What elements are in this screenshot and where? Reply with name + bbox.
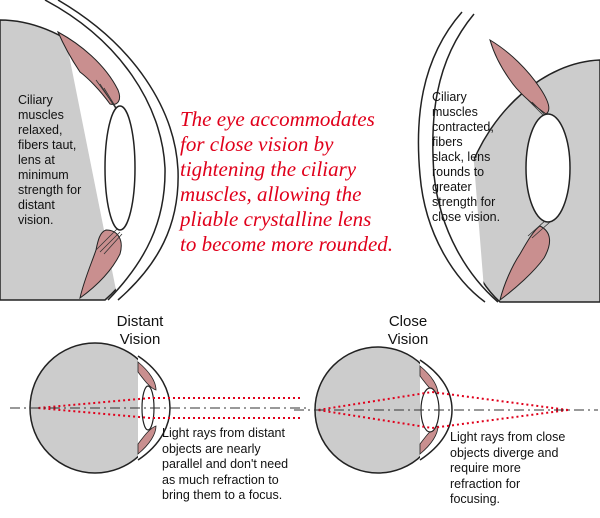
left-eye-cross-section	[0, 0, 179, 301]
right-lens-rounded	[525, 113, 571, 223]
close-ciliary-top	[419, 365, 439, 395]
right-eye-label: Ciliary muscles contracted, fibers slack…	[432, 90, 501, 224]
distant-vision-caption: Light rays from distant objects are near…	[162, 426, 289, 502]
main-explanation-text: The eye accommodates for close vision by…	[180, 107, 394, 256]
distant-ciliary-bottom	[137, 425, 157, 455]
distant-light-rays	[37, 397, 300, 419]
close-light-rays	[317, 390, 569, 430]
right-cornea	[417, 11, 486, 303]
distant-ciliary-top	[137, 361, 157, 391]
left-ciliary-muscle-bottom	[79, 229, 122, 300]
left-eye-label: Ciliary muscles relaxed, fibers taut, le…	[18, 93, 82, 227]
distant-vision-title: Distant Vision	[116, 313, 164, 348]
left-ciliary-muscle-top	[56, 30, 121, 105]
close-vision-title: Close Vision	[387, 313, 429, 348]
close-vision-caption: Light rays from close objects diverge an…	[450, 430, 566, 506]
right-eye-cross-section	[417, 11, 600, 303]
right-sclera-outline	[432, 13, 499, 303]
left-sclera-outline	[44, 0, 166, 301]
left-lens-thin	[104, 105, 136, 231]
close-ciliary-bottom	[419, 425, 439, 455]
right-ciliary-muscle-bottom	[499, 225, 550, 302]
